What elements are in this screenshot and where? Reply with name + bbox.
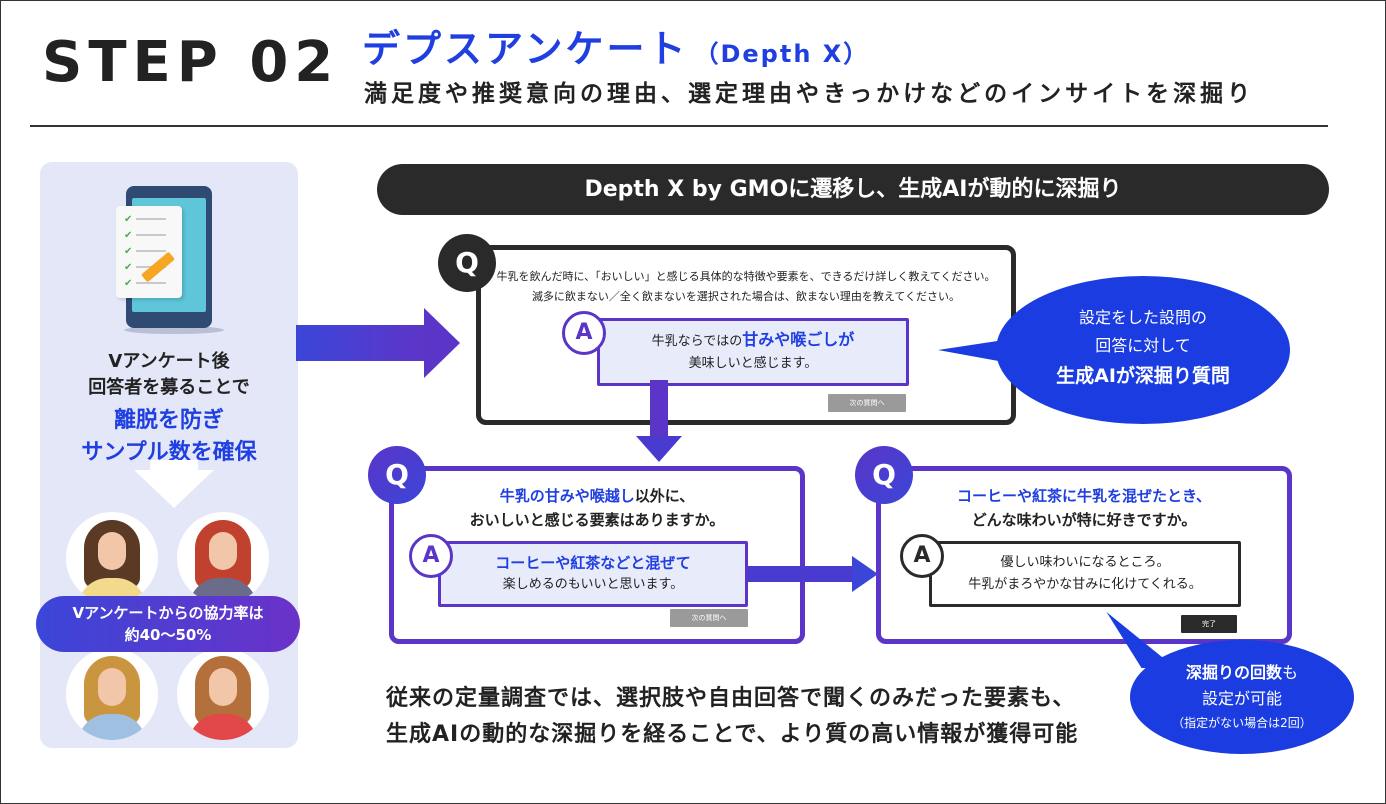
q-badge: Q [438, 234, 496, 292]
right-arrow-icon [424, 308, 460, 378]
ai-followup-bubble: 設定をした設問の 回答に対して 生成AIが深掘り質問 [996, 276, 1290, 424]
bubble-2-line2: 設定が可能 [1201, 689, 1282, 708]
bubble-2-rest: も [1282, 663, 1299, 682]
down-flow-stem [650, 380, 668, 440]
left-text-line1: Vアンケート後 [108, 351, 230, 372]
phone-shadow [124, 326, 224, 334]
question-1-line2: 滅多に飲まない／全く飲まないを選択された場合は、飲まない理由を教えてください。 [531, 290, 961, 303]
next-question-button[interactable]: 次の質問へ [670, 609, 748, 627]
bubble-2-line1: 深掘りの回数も [1130, 660, 1354, 686]
question-2-line2: おいしいと感じる要素はありますか。 [469, 511, 725, 529]
left-highlight-1: 離脱を防ぎ [113, 408, 224, 433]
avatar [177, 512, 269, 604]
answer-box-1: 牛乳ならではの甘みや喉ごしが 美味しいと感じます。 [597, 318, 909, 386]
bubble-2-line3: （指定がない場合は2回） [1172, 716, 1312, 730]
avatar [66, 512, 158, 604]
a-badge: A [900, 534, 944, 578]
question-3-line2: どんな味わいが特に好きですか。 [971, 511, 1197, 529]
next-question-button[interactable]: 次の質問へ [828, 394, 906, 412]
right-flow-arrow-icon [852, 556, 878, 592]
down-flow-arrow-icon [636, 436, 682, 462]
checklist-icon: ✔ ✔ ✔ ✔ ✔ [116, 206, 182, 298]
avatar [177, 648, 269, 740]
question-1-line1: 牛乳を飲んだ時に、「おいしい」と感じる具体的な特徴や要素を、できるだけ詳しく教え… [496, 270, 996, 283]
q-badge: Q [368, 446, 426, 504]
header-divider [30, 125, 1328, 127]
bubble-1-line3: 生成AIが深掘り質問 [1056, 365, 1230, 387]
question-2-rest: 以外に、 [634, 487, 695, 505]
avatar [66, 648, 158, 740]
answer-1-highlight: 甘みや喉ごしが [742, 330, 855, 349]
title-main: デプスアンケート [362, 27, 689, 71]
q-badge: Q [855, 446, 913, 504]
question-3-line1: コーヒーや紅茶に牛乳を混ぜたとき、 [881, 485, 1287, 507]
answer-3-line1: 優しい味わいになるところ。 [1000, 555, 1170, 570]
down-arrow-icon [134, 470, 214, 508]
complete-button[interactable]: 完了 [1181, 615, 1237, 633]
coop-line2: 約40〜50% [124, 626, 212, 644]
bubble-2-highlight: 深掘りの回数 [1185, 663, 1282, 682]
bubble-1-line2: 回答に対して [1095, 336, 1191, 355]
step-title: STEP 02 [42, 30, 340, 95]
answer-3-line2: 牛乳がまろやかな甘みに化けてくれる。 [968, 577, 1202, 592]
answer-2-highlight: コーヒーや紅茶などと混ぜて [495, 554, 691, 572]
question-2-highlight: 牛乳の甘みや喉越し [499, 487, 635, 505]
question-card-2: 牛乳の甘みや喉越し以外に、 おいしいと感じる要素はありますか。 コーヒーや紅茶な… [389, 466, 805, 644]
answer-1-line2: 美味しいと感じます。 [688, 356, 818, 371]
page-title: デプスアンケート（Depth X） [362, 18, 869, 73]
flow-arrow-stem [296, 325, 426, 361]
answer-box-3: 優しい味わいになるところ。 牛乳がまろやかな甘みに化けてくれる。 [929, 541, 1241, 607]
depth-count-bubble: 深掘りの回数も 設定が可能 （指定がない場合は2回） [1130, 640, 1354, 754]
cooperation-rate-badge: Vアンケートからの協力率は 約40〜50% [36, 596, 300, 652]
title-sub: （Depth X） [694, 40, 870, 68]
page-subtitle: 満足度や推奨意向の理由、選定理由やきっかけなどのインサイトを深掘り [364, 81, 1255, 107]
bubble-1-line1: 設定をした設問の [1078, 308, 1207, 327]
answer-2-line2: 楽しめるのもいいと思います。 [502, 577, 684, 592]
depth-x-banner: Depth X by GMOに遷移し、生成AIが動的に深掘り [377, 164, 1329, 215]
answer-1-line1: 牛乳ならではの甘みや喉ごしが [600, 329, 906, 353]
answer-box-2: コーヒーや紅茶などと混ぜて 楽しめるのもいいと思います。 [438, 541, 748, 607]
check-mark-icon: ✔ [124, 278, 174, 290]
right-flow-stem [748, 566, 854, 582]
summary-line1: 従来の定量調査では、選択肢や自由回答で聞くのみだった要素も、 [386, 686, 1076, 711]
question-2-line1: 牛乳の甘みや喉越し以外に、 [394, 485, 800, 507]
summary-line2: 生成AIの動的な深掘りを経ることで、より質の高い情報が獲得可能 [386, 722, 1079, 747]
answer-1-prefix: 牛乳ならではの [651, 334, 743, 349]
check-mark-icon: ✔ [124, 230, 174, 242]
bubble-tail [938, 340, 1004, 362]
left-text-line2: 回答者を募ることで [88, 377, 250, 398]
check-mark-icon: ✔ [124, 246, 174, 258]
question-card-1: 牛乳を飲んだ時に、「おいしい」と感じる具体的な特徴や要素を、できるだけ詳しく教え… [476, 245, 1016, 425]
a-badge: A [409, 534, 453, 578]
check-mark-icon: ✔ [124, 214, 174, 226]
question-3-highlight: コーヒーや紅茶に牛乳を混ぜたとき、 [957, 487, 1211, 505]
question-card-3: コーヒーや紅茶に牛乳を混ぜたとき、 どんな味わいが特に好きですか。 優しい味わい… [876, 466, 1292, 644]
a-badge: A [562, 311, 606, 355]
coop-line1: Vアンケートからの協力率は [72, 604, 264, 622]
